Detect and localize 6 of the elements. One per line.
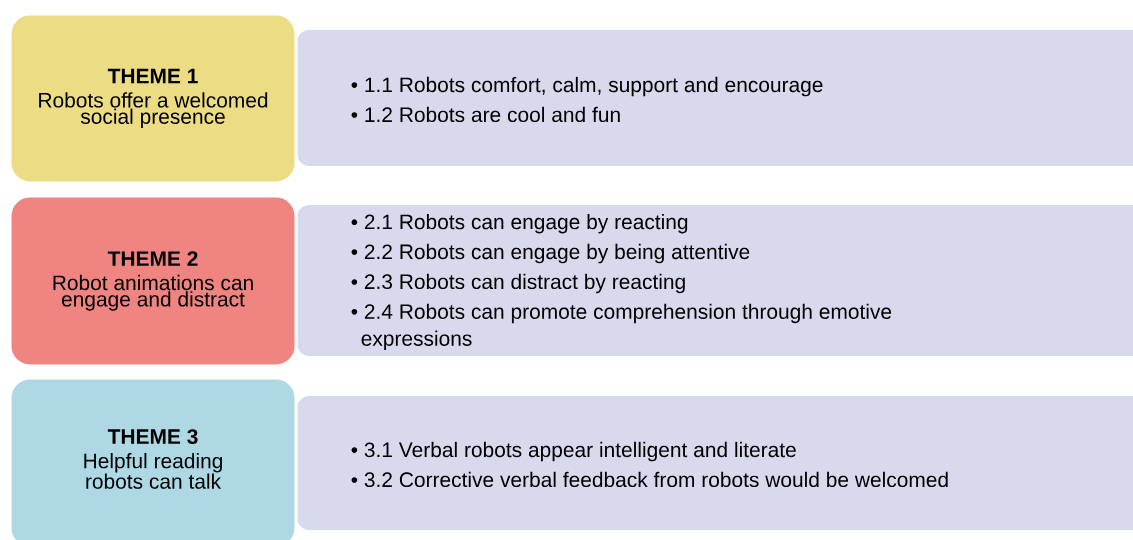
theme-box: THEME 1 Robots offer a welcomed social presence bbox=[8, 12, 298, 185]
theme-panel: • 2.1 Robots can engage by reacting • 2.2 Robots can engage by being attentive • 2.3 Robots can distract by reacting • 2.4 Robots can promote comprehension through emotive expressions bbox=[297, 205, 1133, 356]
theme-box: THEME 2 Robot animations can engage and distract bbox=[8, 194, 298, 368]
theme-panel: • 3.1 Verbal robots appear intelligent and literate • 3.2 Corrective verbal feedback from robots would be welcomed bbox=[297, 396, 1133, 530]
theme-panel: • 1.1 Robots comfort, calm, support and encourage • 1.2 Robots are cool and fun bbox=[297, 30, 1133, 166]
theme-box: THEME 3 Helpful reading robots can talk bbox=[8, 376, 298, 540]
